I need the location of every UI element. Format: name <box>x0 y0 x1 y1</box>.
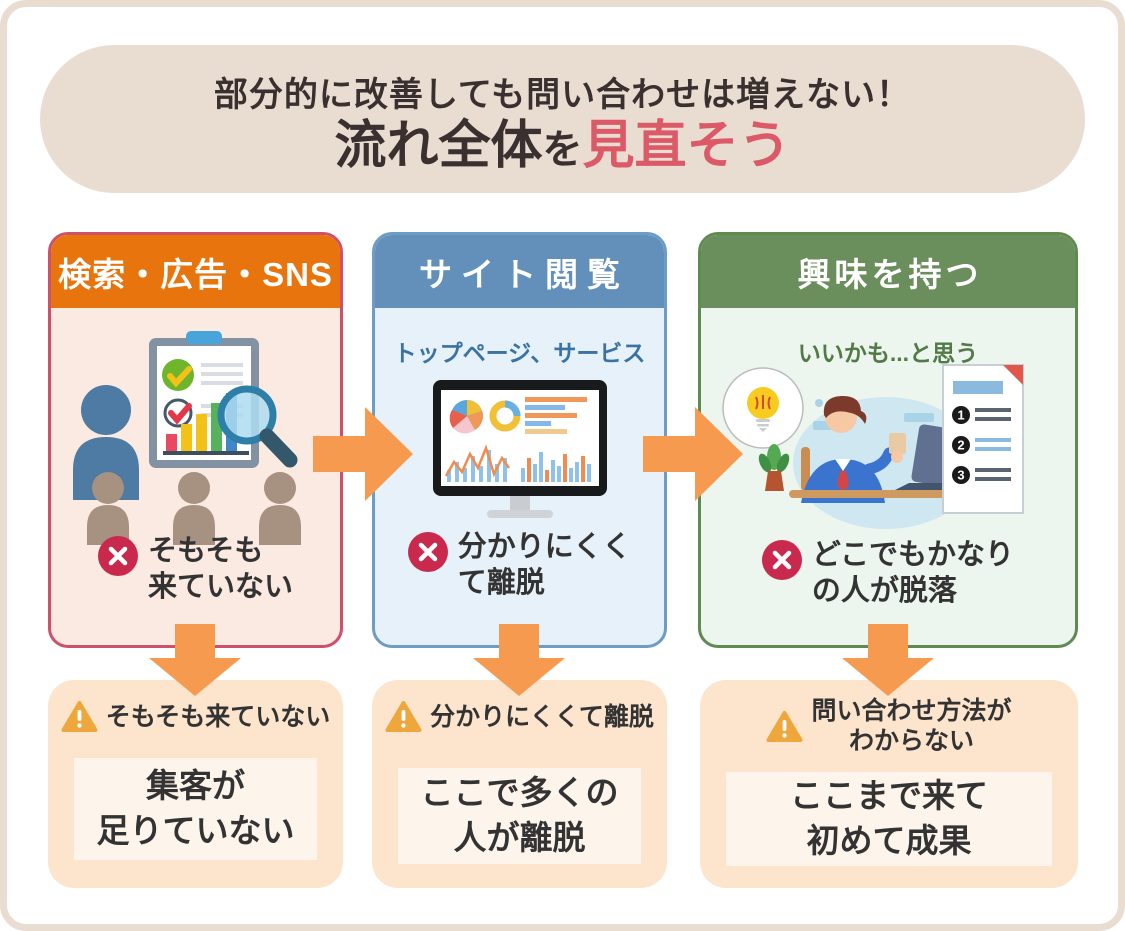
banner-title-particle: を <box>542 127 583 172</box>
x-circle-icon <box>761 540 802 580</box>
banner-title-main: 流れ全体 <box>334 116 543 175</box>
result3-conclusion: ここまで来て 初めて成果 <box>726 772 1052 866</box>
step2-problem-note: 分かりにくく て離脱 <box>375 529 664 602</box>
warning-triangle-icon <box>61 700 98 733</box>
result1-title: そもそも来ていない <box>48 700 343 733</box>
numbered-checklist-icon: 1 2 3 <box>942 364 1024 514</box>
result3-title: 問い合わせ方法がわからない <box>700 696 1078 756</box>
step3-problem-note: どこでもかなり の人が脱落 <box>701 537 1075 610</box>
banner-title: 流れ全体を見直そう <box>334 120 790 172</box>
warning-triangle-icon <box>766 710 803 743</box>
result2-conclusion: ここで多くの 人が離脱 <box>398 768 641 864</box>
step-card-site-browsing: サイト閲覧 トップページ、サービス <box>372 232 667 648</box>
result2-title: 分かりにくくて離脱 <box>372 700 667 733</box>
title-banner: 部分的に改善しても問い合わせは増えない！ 流れ全体を見直そう <box>40 45 1085 193</box>
step-card-gets-interested: 興味を持つ いいかも...と思う <box>698 232 1078 648</box>
tan-persons-icon <box>87 472 301 545</box>
magnifier-icon <box>217 385 298 468</box>
step-card-search-ads-sns: 検索・広告・SNS <box>48 232 343 648</box>
idea-worker-checklist-illustration: 1 2 3 <box>722 364 1024 529</box>
arrow-down-icon <box>842 624 934 696</box>
step2-sublabel: トップページ、サービス <box>393 340 646 366</box>
audience-research-illustration <box>73 331 301 545</box>
step2-header: サイト閲覧 <box>375 235 664 308</box>
step3-header: 興味を持つ <box>701 235 1075 308</box>
arrow-right-icon <box>313 407 413 501</box>
x-circle-icon <box>407 532 448 572</box>
step2-problem-text: 分かりにくく て離脱 <box>457 531 632 600</box>
arrow-down-icon <box>149 624 241 696</box>
result-box-first-result: 問い合わせ方法がわからない ここまで来て 初めて成果 <box>700 680 1078 888</box>
step1-header: 検索・広告・SNS <box>51 235 340 308</box>
step3-problem-text: どこでもかなり の人が脱落 <box>811 539 1015 608</box>
lightbulb-icon <box>722 367 804 449</box>
banner-title-highlight: 見直そう <box>582 116 791 175</box>
arrow-right-icon <box>643 407 743 501</box>
svg-text:2: 2 <box>957 438 964 453</box>
arrow-down-icon <box>473 624 565 696</box>
x-circle-icon <box>97 536 138 576</box>
result-box-many-leave: 分かりにくくて離脱 ここで多くの 人が離脱 <box>372 680 667 888</box>
result1-conclusion: 集客が 足りていない <box>74 758 317 860</box>
step1-problem-text: そもそも 来ていない <box>147 535 293 604</box>
result-box-no-visitors: そもそも来ていない 集客が 足りていない <box>48 680 343 888</box>
warning-triangle-icon <box>385 700 422 733</box>
step1-problem-note: そもそも 来ていない <box>51 533 340 606</box>
analytics-monitor-illustration <box>432 380 607 518</box>
svg-text:3: 3 <box>957 468 964 483</box>
banner-subtitle: 部分的に改善しても問い合わせは増えない！ <box>213 75 912 114</box>
svg-text:1: 1 <box>957 408 964 423</box>
step3-sublabel: いいかも...と思う <box>797 340 979 366</box>
